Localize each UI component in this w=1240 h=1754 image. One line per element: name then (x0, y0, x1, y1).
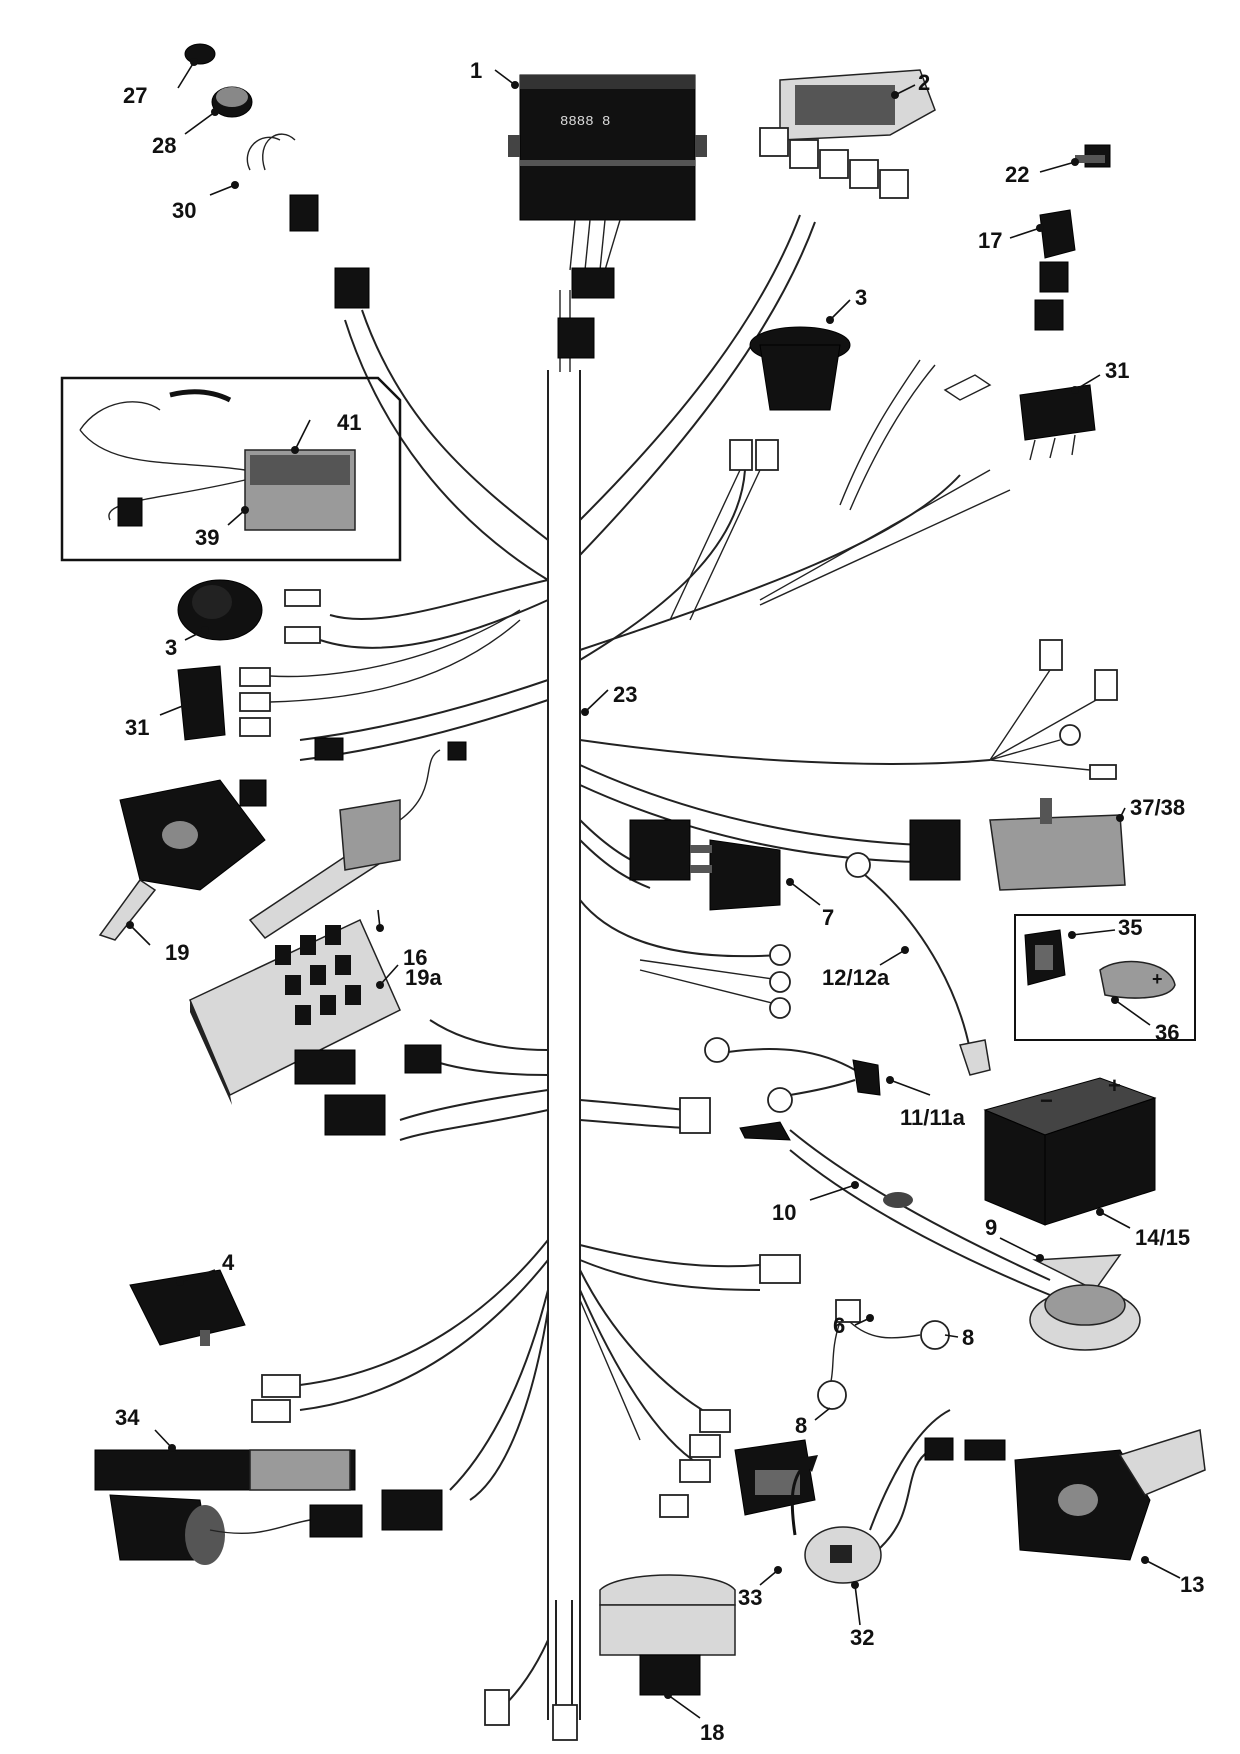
callout-22: 22 (1005, 162, 1029, 187)
charger-frame (60, 376, 402, 562)
callout-16: 16 (403, 945, 427, 970)
control-module-part-16 (189, 918, 442, 1136)
terminal-cover-part-36: + (1099, 960, 1176, 999)
plus-sign-battery: + (1108, 1073, 1121, 1098)
callout-6: 6 (833, 1313, 845, 1338)
callout-7: 7 (822, 905, 834, 930)
actuator-part-13 (964, 1429, 1206, 1561)
battery-part-14-15: − + (983, 1073, 1157, 1226)
knob-part-28 (211, 86, 253, 118)
rocker-switch-part-31-right (1019, 384, 1096, 461)
callout-14-15: 14/15 (1135, 1225, 1190, 1250)
charger-plug-part-32 (804, 1437, 954, 1584)
callout-3-right: 3 (855, 285, 867, 310)
horn-part-9 (1029, 1254, 1141, 1351)
ring-terminals-branch-23 (1039, 639, 1118, 780)
cable-part-12-12a (845, 852, 991, 1076)
plus-sign: + (1152, 969, 1163, 989)
callout-27: 27 (123, 83, 147, 108)
fuse-connectors (759, 127, 909, 199)
actuator-part-19 (98, 779, 267, 941)
connectors-bottom-center (484, 1689, 578, 1741)
charger-part-39-41 (79, 389, 356, 531)
relay-part-4 (129, 1269, 301, 1423)
callout-31-right: 31 (1105, 358, 1129, 383)
callout-28: 28 (152, 133, 176, 158)
callout-3-left: 3 (165, 635, 177, 660)
callout-41: 41 (337, 410, 361, 435)
buzzer-part-3-right (729, 326, 851, 471)
connectors-bottom-right (659, 1254, 801, 1518)
actuator-part-19a (248, 741, 467, 939)
callout-18: 18 (700, 1720, 724, 1745)
callout-8-right: 8 (962, 1325, 974, 1350)
battery-connector-frame (1014, 914, 1196, 1041)
callout-19: 19 (165, 940, 189, 965)
callout-1: 1 (470, 58, 482, 83)
callout-19a: 19a (405, 965, 442, 990)
cap-part-27 (184, 43, 216, 65)
callout-10: 10 (772, 1200, 796, 1225)
minus-sign: − (1040, 1088, 1053, 1113)
buzzer-part-3-left (177, 579, 321, 644)
relay-module-part-37-38 (909, 798, 1126, 891)
control-panel-part-1: 8888 8 (508, 74, 707, 359)
callout-37-38: 37/38 (1130, 795, 1185, 820)
callout-9: 9 (985, 1215, 997, 1240)
callout-leaders (126, 58, 1181, 1719)
fuse-block-part-2 (759, 69, 936, 199)
main-harness-trunk (547, 370, 581, 1720)
callout-32: 32 (850, 1625, 874, 1650)
fuse-part-10 (679, 1097, 913, 1208)
callout-12: 12/12a (822, 965, 890, 990)
relay-part-7 (629, 819, 781, 911)
display-digits: 8888 8 (560, 114, 610, 130)
callout-17: 17 (978, 228, 1002, 253)
fuse-holder-part-35 (1024, 929, 1066, 986)
callout-11: 11/11a (900, 1105, 966, 1130)
rocker-switch-part-31-left (177, 665, 344, 761)
key-switch-part-17 (943, 209, 1076, 401)
callout-8-left: 8 (795, 1413, 807, 1438)
callout-31-left: 31 (125, 715, 149, 740)
callout-labels: 1 2 3 22 17 31 27 28 30 41 39 3 31 23 37… (115, 58, 1204, 1745)
callout-30: 30 (172, 198, 196, 223)
ring-terminals-mid (769, 944, 791, 1019)
callout-33: 33 (738, 1585, 762, 1610)
bulb-part-8-right (920, 1320, 950, 1350)
charging-socket-part-33 (734, 1439, 818, 1536)
wire-loom-part-30 (246, 133, 370, 309)
charger-socket-part-18 (599, 1574, 736, 1696)
callout-39: 39 (195, 525, 219, 550)
callout-34: 34 (115, 1405, 140, 1430)
callout-23: 23 (613, 682, 637, 707)
callout-2: 2 (918, 70, 930, 95)
callout-35: 35 (1118, 915, 1142, 940)
callout-13: 13 (1180, 1572, 1204, 1597)
bulb-part-8-left (817, 1380, 847, 1410)
callout-4: 4 (222, 1250, 235, 1275)
key-part-22 (1075, 144, 1111, 168)
callout-36: 36 (1155, 1020, 1179, 1045)
cable-part-11-11a (704, 1037, 881, 1113)
actuator-part-34 (94, 1449, 443, 1565)
